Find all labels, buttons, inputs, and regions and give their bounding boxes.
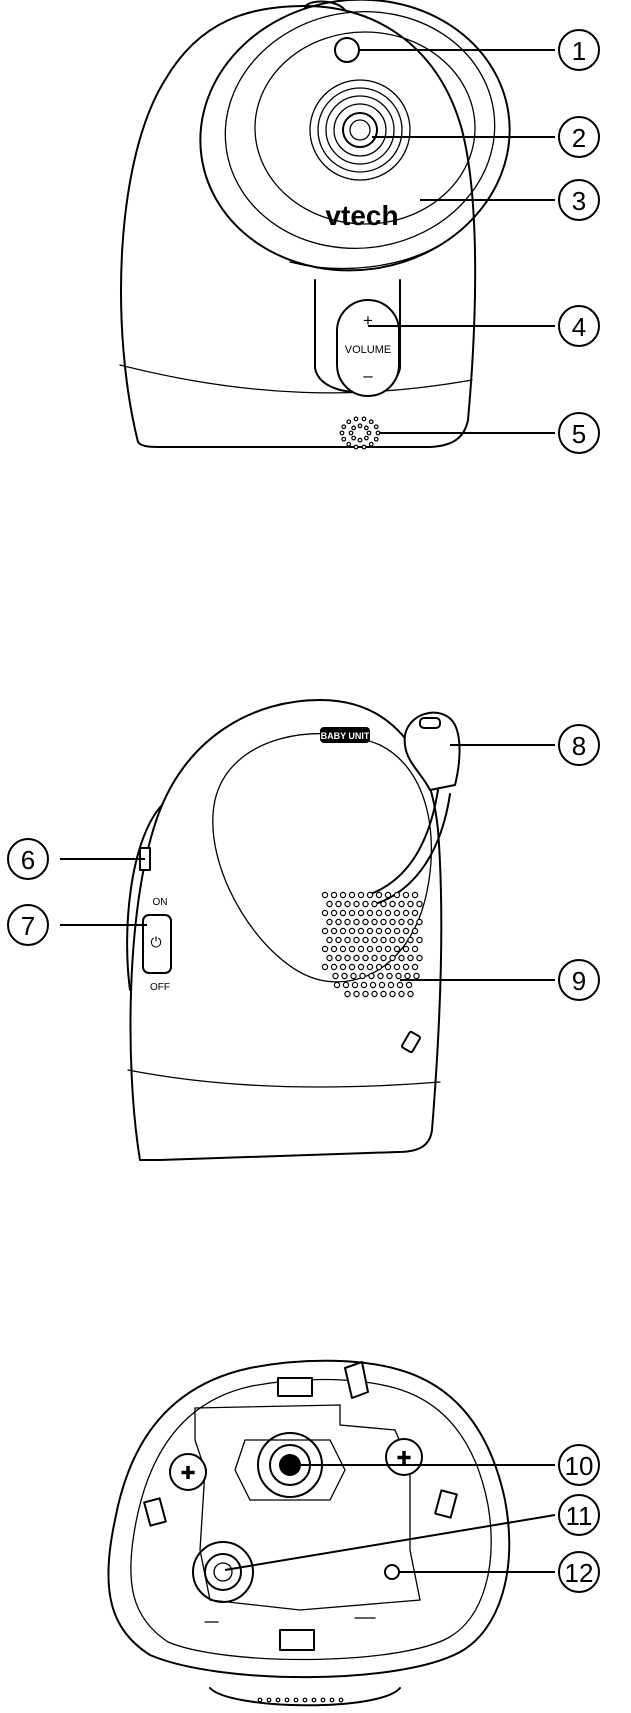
svg-text:6: 6: [21, 845, 35, 875]
volume-plus-label: +: [363, 311, 373, 330]
reset-hole: [384, 1564, 400, 1580]
baby-unit-badge: [320, 727, 370, 743]
svg-text:7: 7: [21, 911, 35, 941]
svg-text:4: 4: [572, 312, 586, 342]
side-view-diagram: BABY UNIT ⏻ ON OFF 6 7 8 9: [7, 699, 600, 1161]
callout-11: 11: [558, 1494, 600, 1536]
light-sensor: [334, 37, 360, 63]
camera-base-outline: [107, 1359, 511, 1679]
screw-left: ✚: [169, 1453, 207, 1491]
callout-3: 3: [558, 179, 600, 221]
camera-lens: [309, 79, 411, 181]
callout-2: 2: [558, 116, 600, 158]
callout-9: 9: [558, 959, 600, 1001]
volume-button[interactable]: [336, 299, 400, 397]
svg-text:2: 2: [572, 123, 586, 153]
vtech-logo: vtech: [325, 200, 398, 231]
volume-label: VOLUME: [345, 344, 391, 356]
power-switch[interactable]: [142, 914, 172, 974]
callout-7: 7: [7, 904, 49, 946]
svg-text:9: 9: [572, 966, 586, 996]
callout-4: 4: [558, 305, 600, 347]
svg-text:8: 8: [572, 731, 586, 761]
camera-side-body: [129, 699, 443, 1161]
callout-1: 1: [558, 29, 600, 71]
svg-text:5: 5: [572, 419, 586, 449]
svg-text:10: 10: [565, 1451, 594, 1481]
volume-minus-label: –: [363, 366, 373, 385]
power-port: [192, 1541, 254, 1603]
callout-12: 12: [558, 1551, 600, 1593]
screw-right: ✚: [385, 1438, 423, 1476]
callout-8: 8: [558, 724, 600, 766]
svg-text:12: 12: [565, 1558, 594, 1588]
speaker-grille: [321, 891, 423, 998]
baby-unit-badge-label: BABY UNIT: [321, 731, 370, 741]
lens-housing: [199, 0, 511, 272]
power-icon: ⏻: [150, 934, 161, 950]
antenna: [367, 711, 461, 904]
camera-body-outline: [120, 5, 477, 449]
switch-on-label: ON: [153, 897, 168, 908]
svg-text:✚: ✚: [396, 1448, 411, 1468]
svg-text:11: 11: [566, 1501, 593, 1531]
callout-5: 5: [558, 412, 600, 454]
switch-off-label: OFF: [150, 982, 170, 993]
base-vents: [257, 1697, 344, 1703]
microphone-holes: [339, 416, 381, 450]
callout-6: 6: [7, 838, 49, 880]
svg-text:3: 3: [572, 186, 586, 216]
side-panel: [212, 733, 433, 983]
svg-text:✚: ✚: [180, 1463, 195, 1483]
front-view-diagram: vtech + VOLUME – 1 2 3 4 5: [119, 0, 600, 454]
svg-text:1: 1: [572, 36, 586, 66]
bottom-view-diagram: ✚ ✚ 10 11 12: [107, 1359, 600, 1707]
callout-10: 10: [558, 1444, 600, 1486]
